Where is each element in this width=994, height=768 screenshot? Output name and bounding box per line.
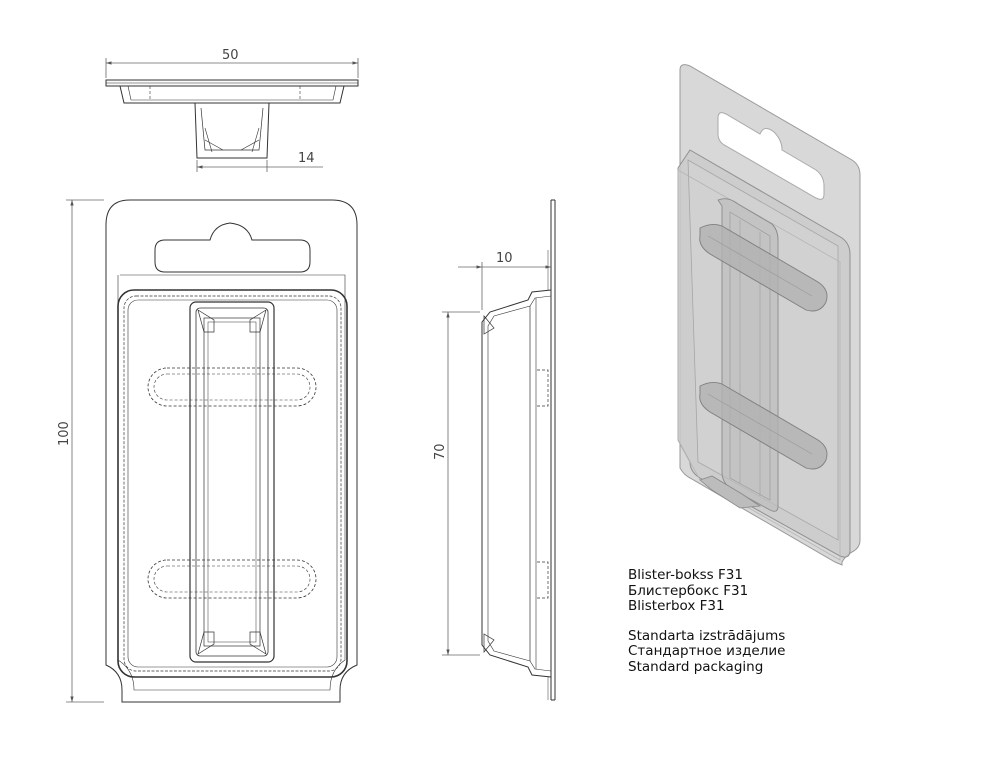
dim-side-depth bbox=[458, 262, 551, 310]
product-type-ru: Стандартное изделие bbox=[628, 643, 786, 659]
product-name-lv: Blister-bokss F31 bbox=[628, 567, 743, 583]
dim-label-10: 10 bbox=[496, 251, 513, 266]
dim-top-width bbox=[105, 58, 359, 78]
product-name-ru: Блистербокс F31 bbox=[628, 582, 749, 599]
product-caption: Blister-bokss F31 Блистербокс F31 Bliste… bbox=[628, 567, 928, 675]
dim-label-50: 50 bbox=[222, 48, 239, 63]
side-view bbox=[481, 199, 556, 701]
product-name-en: Blisterbox F31 bbox=[628, 598, 725, 614]
dim-total-height bbox=[66, 199, 104, 703]
dim-label-70: 70 bbox=[433, 443, 448, 460]
front-view bbox=[105, 199, 358, 703]
caption-spacer bbox=[628, 615, 928, 629]
product-type-en: Standard packaging bbox=[628, 658, 764, 675]
top-view bbox=[105, 79, 359, 159]
dim-label-14: 14 bbox=[298, 151, 315, 166]
dim-label-100: 100 bbox=[57, 421, 72, 446]
dim-top-hook bbox=[196, 160, 323, 172]
isometric-render bbox=[677, 64, 861, 566]
dim-side-height bbox=[442, 311, 480, 656]
product-type-lv: Standarta izstrādājums bbox=[628, 627, 786, 644]
